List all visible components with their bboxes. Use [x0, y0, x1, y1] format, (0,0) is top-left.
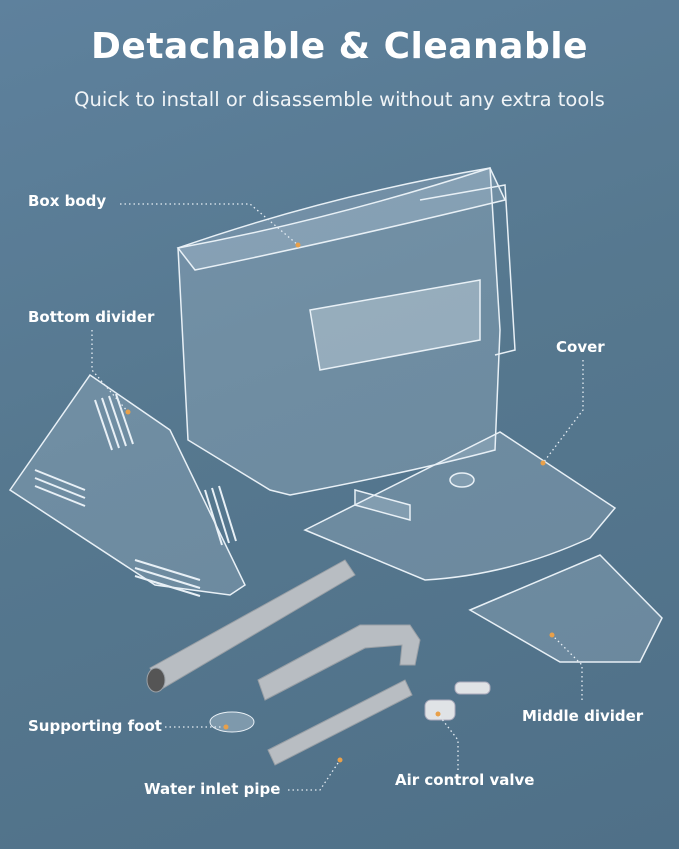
supporting-foot-part	[209, 711, 255, 733]
cover-part	[303, 431, 617, 581]
page-subtitle: Quick to install or disassemble without …	[74, 88, 605, 111]
label-box-body: Box body	[28, 192, 107, 210]
label-air-control-valve: Air control valve	[395, 771, 535, 789]
label-supporting-foot: Supporting foot	[28, 717, 162, 735]
label-middle-divider: Middle divider	[522, 707, 644, 725]
bottom-divider-part	[8, 373, 246, 597]
middle-divider-part	[468, 554, 663, 663]
page-title: Detachable & Cleanable	[91, 26, 588, 67]
leader-lines	[91, 203, 584, 791]
box-body-part	[176, 167, 516, 496]
water-inlet-pipe-part	[146, 559, 421, 766]
label-cover: Cover	[556, 338, 605, 356]
air-control-valve-part	[424, 681, 491, 721]
label-water-inlet-pipe: Water inlet pipe	[144, 780, 281, 798]
marker-dots	[125, 242, 555, 763]
label-bottom-divider: Bottom divider	[28, 308, 155, 326]
